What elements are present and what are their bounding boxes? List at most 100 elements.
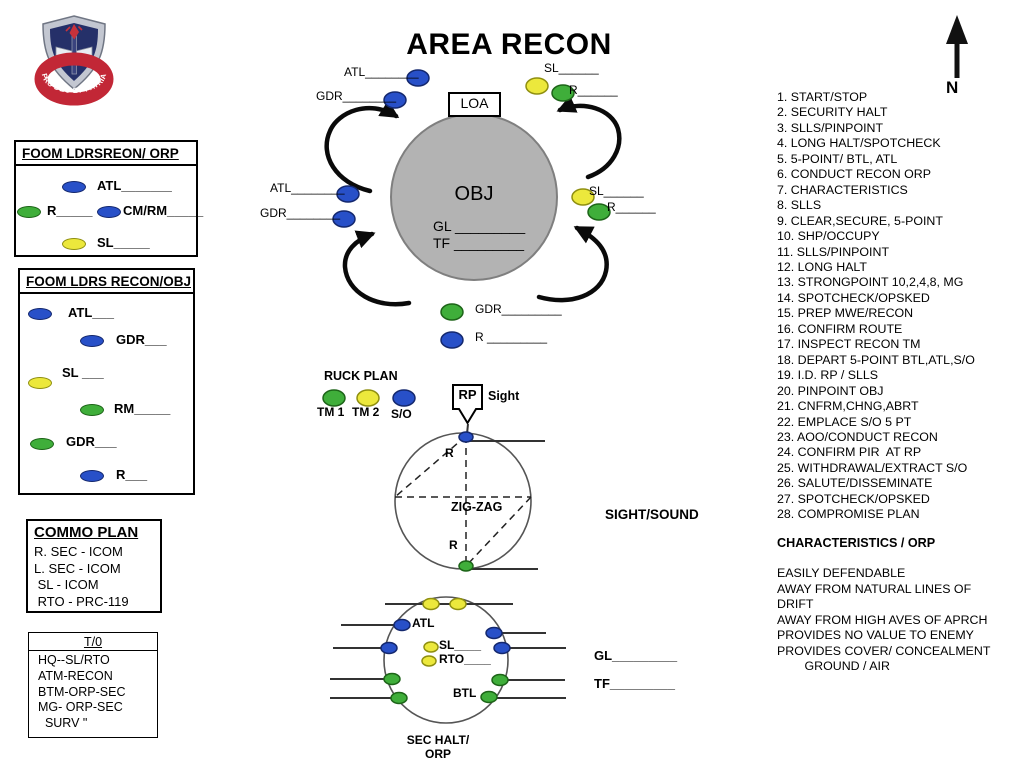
commo-line: L. SEC - ICOM <box>34 560 121 576</box>
checklist-item: 25. WITHDRAWAL/EXTRACT S/O <box>777 460 968 475</box>
checklist-item: 21. CNFRM,CHNG,ABRT <box>777 399 919 414</box>
panel-ldrs-orp-title: FOOM LDRSREON/ ORP <box>16 142 196 166</box>
blue-dot <box>97 206 121 218</box>
checklist-item: 24. CONFIRM PIR AT RP <box>777 445 922 460</box>
characteristics-line: DRIFT <box>777 597 814 611</box>
characteristics-line: AWAY FROM HIGH AVES OF APRCH <box>777 612 988 627</box>
sec-halt-circle <box>330 596 566 724</box>
ruck-so-label: S/O <box>391 407 412 421</box>
yellow-dot <box>28 377 52 389</box>
obj-sl-blank: SL ___ <box>62 365 104 380</box>
checklist-item: 4. LONG HALT/SPOTCHECK <box>777 136 941 151</box>
sec-halt-caption-line2: ORP <box>424 747 451 761</box>
label-top-atl: ATL________ <box>344 65 419 79</box>
label-top-sl: SL______ <box>544 61 599 75</box>
task-org-line: MG- ORP-SEC <box>38 700 123 715</box>
checklist-item: 13. STRONGPOINT 10,2,4,8, MG <box>777 275 964 290</box>
obj-team-dots <box>332 69 611 349</box>
orp-cmrm-blank: CM/RM_____ <box>123 203 204 218</box>
orp-r-blank: R_____ <box>47 203 93 218</box>
loa-label: LOA <box>460 95 489 111</box>
zigzag-label: ZIG-ZAG <box>451 500 503 514</box>
checklist-item: 28. COMPROMISE PLAN <box>777 507 920 522</box>
green-dot <box>17 206 41 218</box>
sec-btl-label: BTL <box>453 686 477 700</box>
sec-halt-caption-line1: SEC HALT/ <box>406 733 470 747</box>
zigzag-r-top: R <box>445 446 454 460</box>
obj-rm-blank: RM_____ <box>114 401 171 416</box>
obj-gdr2-blank: GDR___ <box>66 434 117 449</box>
checklist-item: 20. PINPOINT OBJ <box>777 383 884 398</box>
label-left-atl: ATL________ <box>270 181 345 195</box>
checklist-item: 1. START/STOP <box>777 90 868 104</box>
task-org-line: BTM-ORP-SEC <box>38 684 126 699</box>
commo-line: RTO - PRC-119 <box>34 593 129 609</box>
panel-ldrs-orp: FOOM LDRSREON/ ORP ATL_______ R_____ CM/… <box>14 140 203 257</box>
obj-r-blank: R___ <box>116 467 148 482</box>
page-title: AREA RECON <box>406 28 612 61</box>
checklist-item: 10. SHP/OCCUPY <box>777 229 880 244</box>
checklist-item: 18. DEPART 5-POINT BTL,ATL,S/O <box>777 352 975 367</box>
panel-ldrs-obj: FOOM LDRS RECON/OBJ ATL___ GDR___ SL ___… <box>18 268 195 495</box>
ruck-tm2-label: TM 2 <box>352 405 380 419</box>
characteristics-line: EASILY DEFENDABLE <box>777 566 906 580</box>
label-bottom-r: R _________ <box>475 330 548 344</box>
orp-atl-blank: ATL_______ <box>97 178 172 193</box>
checklist-item: 23. AOO/CONDUCT RECON <box>777 429 938 444</box>
commo-line: R. SEC - ICOM <box>34 544 123 559</box>
label-right-sl: SL______ <box>589 184 644 198</box>
label-top-gdr: GDR________ <box>316 89 397 103</box>
ruck-plan-title: RUCK PLAN <box>324 369 398 383</box>
checklist-item: 27. SPOTCHECK/OPSKED <box>777 491 930 506</box>
rp-marker <box>452 384 483 425</box>
sight-label: Sight <box>488 389 520 403</box>
checklist-item: 11. SLLS/PINPOINT <box>777 244 890 259</box>
label-left-gdr: GDR________ <box>260 206 341 220</box>
blue-dot <box>62 181 86 193</box>
obj-gl-blank: GL _________ <box>433 218 526 234</box>
ruck-plan-dots <box>322 389 416 407</box>
blue-dot <box>80 470 104 482</box>
unit-crest-icon: PRO DEO ET PATRIA <box>34 15 114 106</box>
ruck-tm1-label: TM 1 <box>317 405 345 419</box>
sec-gl-blank: GL_________ <box>594 648 678 663</box>
checklist-item: 22. EMPLACE S/O 5 PT <box>777 414 912 429</box>
north-label: N <box>946 78 959 97</box>
checklist-item: 14. SPOTCHECK/OPSKED <box>777 290 930 305</box>
sec-tf-blank: TF_________ <box>594 676 675 691</box>
task-org-line: HQ--SL/RTO <box>38 653 110 667</box>
characteristics-title: CHARACTERISTICS / ORP <box>777 536 936 550</box>
checklist-item: 15. PREP MWE/RECON <box>777 306 914 321</box>
checklist-item: 9. CLEAR,SECURE, 5-POINT <box>777 213 943 228</box>
loa-box <box>448 92 501 117</box>
label-top-r: R______ <box>569 83 618 97</box>
checklist-item: 26. SALUTE/DISSEMINATE <box>777 476 933 491</box>
checklist-item: 5. 5-POINT/ BTL, ATL <box>777 151 898 166</box>
task-org-line: SURV " <box>38 716 88 731</box>
checklist-item: 7. CHARACTERISTICS <box>777 182 908 197</box>
checklist-item: 17. INSPECT RECON TM <box>777 337 921 352</box>
checklist-item: 2. SECURITY HALT <box>777 105 888 120</box>
characteristics-line: AWAY FROM NATURAL LINES OF <box>777 581 972 596</box>
obj-label: OBJ <box>454 183 494 205</box>
zigzag-r-bottom: R <box>449 538 458 552</box>
sec-sl-blank: SL____ <box>439 638 482 652</box>
obj-gdr1-blank: GDR___ <box>116 332 167 347</box>
sight-sound-label: SIGHT/SOUND <box>605 507 699 522</box>
characteristics-line: PROVIDES COVER/ CONCEALMENT <box>777 643 991 658</box>
commo-line: SL - ICOM <box>34 577 99 592</box>
orp-sl-blank: SL_____ <box>97 235 150 250</box>
label-bottom-gdr: GDR_________ <box>475 302 562 316</box>
obj-tf-blank: TF _________ <box>433 235 525 251</box>
green-dot <box>80 404 104 416</box>
characteristics-line: GROUND / AIR <box>777 659 890 673</box>
commo-plan-title: COMMO PLAN <box>34 524 139 541</box>
checklist-item: 3. SLLS/PINPOINT <box>777 120 884 135</box>
zigzag-circle <box>394 431 545 572</box>
